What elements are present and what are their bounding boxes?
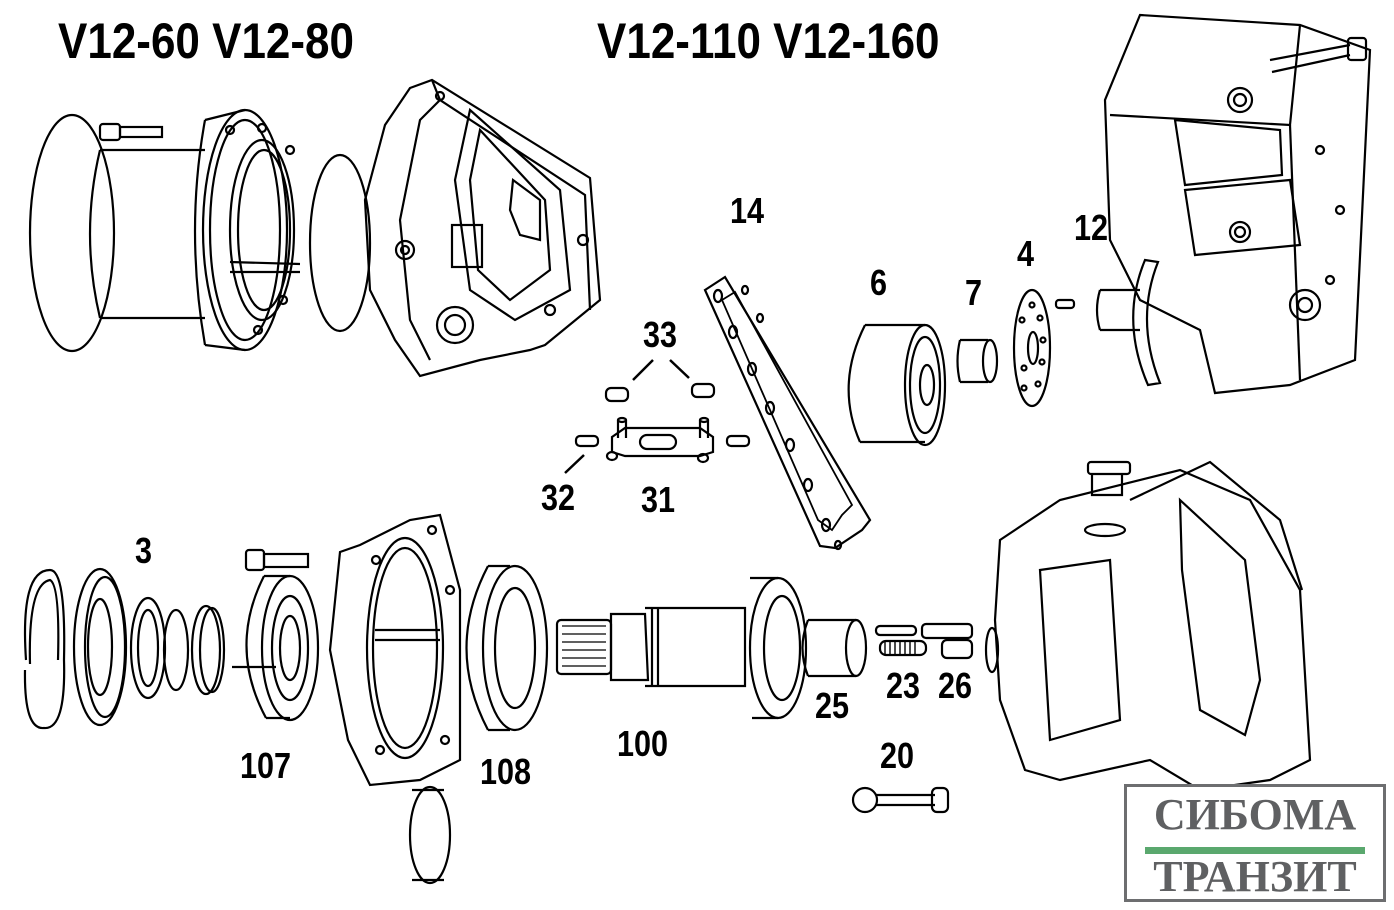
part-label-23: 23 <box>886 665 921 706</box>
end-cap-top-right <box>1095 13 1372 395</box>
part-label-107: 107 <box>240 745 292 786</box>
piston-25 <box>801 618 868 678</box>
seal-ring-3 <box>129 596 167 700</box>
bolt-bottom <box>244 548 310 572</box>
gasket-14 <box>703 275 872 551</box>
company-logo: СИБОМА ТРАНЗИТ <box>1124 784 1386 902</box>
part-label-31: 31 <box>641 479 676 520</box>
bearing-107 <box>232 574 320 722</box>
part-label-12: 12 <box>1074 207 1109 248</box>
flange-bottom <box>328 513 462 787</box>
bearing-108 <box>465 564 549 732</box>
shaft-seal-3 <box>72 567 128 727</box>
end-cap-top <box>363 78 602 378</box>
title-right: V12-110 V12-160 <box>597 13 940 69</box>
circlip <box>162 608 190 692</box>
title-left: V12-60 V12-80 <box>58 13 354 69</box>
bolt-top <box>98 122 164 142</box>
retainer-31 <box>605 416 715 464</box>
housing-bottom-right <box>984 460 1312 792</box>
part-label-33: 33 <box>643 314 678 355</box>
spring-23 <box>874 624 928 657</box>
part-label-100: 100 <box>617 723 669 764</box>
leader-lines <box>564 359 690 474</box>
part-label-20: 20 <box>880 735 915 776</box>
part-label-26: 26 <box>938 665 973 706</box>
pin-32-left <box>574 434 600 448</box>
pin-small <box>1054 298 1076 310</box>
washer-rings <box>190 604 226 696</box>
bolt-20 <box>851 786 950 814</box>
valve-plate-4 <box>1012 288 1052 408</box>
part-label-32: 32 <box>541 477 576 518</box>
o-ring-large-top <box>28 113 116 353</box>
snap-ring-bottom <box>23 568 66 730</box>
logo-accent-bar <box>1145 847 1365 854</box>
pin-26 <box>920 622 974 660</box>
drive-shaft-100 <box>555 576 808 720</box>
cap-33-right <box>690 382 716 399</box>
part-label-3: 3 <box>135 530 153 571</box>
flange-housing-top <box>88 108 301 352</box>
part-label-25: 25 <box>815 685 850 726</box>
part-label-4: 4 <box>1017 233 1035 274</box>
seal-sleeve <box>408 785 452 885</box>
cylinder-block-6 <box>847 323 947 447</box>
cap-33-left <box>604 386 630 403</box>
pin-32-right <box>725 434 751 448</box>
logo-line-1: СИБОМА <box>1153 790 1357 839</box>
o-ring-small-top <box>308 153 372 333</box>
part-label-14: 14 <box>730 190 765 231</box>
part-label-6: 6 <box>870 262 888 303</box>
part-label-7: 7 <box>965 272 983 313</box>
part-label-108: 108 <box>480 751 532 792</box>
logo-line-2: ТРАНЗИТ <box>1153 852 1357 901</box>
needle-bearing-7 <box>956 338 999 384</box>
